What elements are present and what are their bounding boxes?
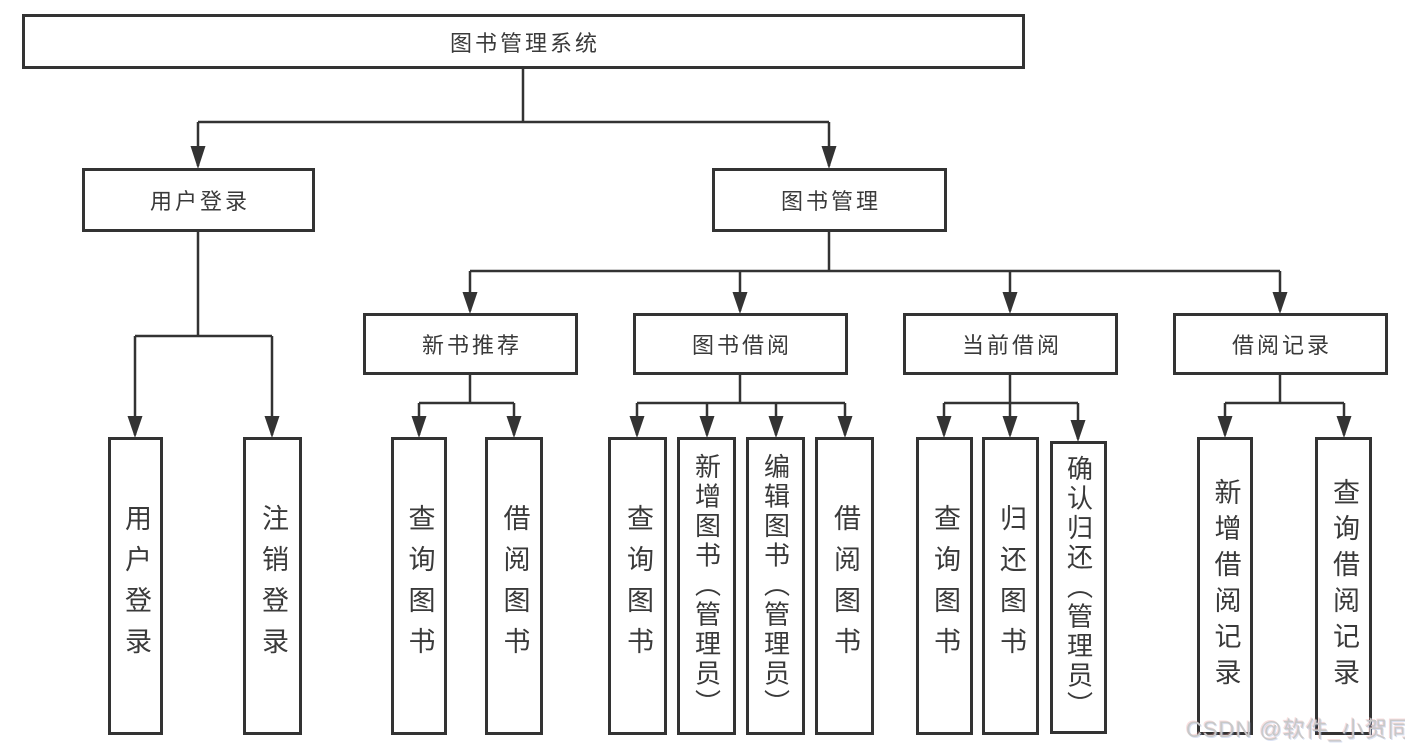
arrowhead: [699, 416, 715, 438]
connector-user-login-children: [133, 232, 274, 435]
node-label: 当前借阅: [961, 333, 1062, 358]
node-label: 查询借阅记录: [1329, 478, 1359, 694]
leaf-confirm-return-admin: 确认归还（管理员）: [1050, 441, 1107, 734]
node-label: 归还图书: [996, 504, 1026, 668]
arrowhead: [1272, 292, 1288, 314]
node-label: 编辑图书（管理员）: [760, 453, 791, 719]
node-label: 图书管理: [780, 189, 881, 214]
arrowhead: [821, 146, 837, 169]
node-label: 确认归还（管理员）: [1063, 454, 1094, 721]
node-borrowing-records: 借阅记录: [1173, 313, 1388, 375]
leaf-add-borrow-record: 新增借阅记录: [1197, 437, 1253, 735]
node-label: 新书推荐: [421, 333, 522, 358]
leaf-query-borrow-record: 查询借阅记录: [1315, 437, 1372, 735]
node-label: 查询图书: [404, 504, 435, 668]
arrowhead: [837, 416, 853, 438]
arrowhead: [936, 416, 952, 438]
arrowhead: [732, 292, 748, 314]
arrowhead: [629, 416, 645, 438]
node-label: 图书借阅: [691, 333, 792, 358]
arrowhead: [506, 416, 522, 438]
leaf-logout: 注销登录: [243, 437, 302, 735]
node-library-management-system: 图书管理系统: [22, 14, 1025, 69]
node-label: 新增图书（管理员）: [691, 453, 722, 719]
leaf-user-login: 用户登录: [108, 437, 163, 735]
node-label: 查询图书: [930, 504, 960, 668]
node-new-book-recommend: 新书推荐: [363, 313, 578, 375]
node-user-login: 用户登录: [82, 168, 315, 232]
arrowheads: [127, 146, 1352, 442]
node-label: 借阅图书: [830, 504, 860, 668]
node-label: 借阅记录: [1231, 333, 1332, 358]
arrowhead: [190, 146, 206, 169]
arrowhead: [411, 416, 427, 438]
leaf-edit-book-admin: 编辑图书（管理员）: [746, 437, 805, 735]
node-label: 注销登录: [258, 504, 288, 668]
connector-book-borrowing-children: [635, 375, 847, 435]
arrowhead: [462, 292, 478, 314]
node-label: 用户登录: [121, 504, 151, 668]
connector-new-book-children: [417, 375, 516, 435]
leaf-query-books-borrowing: 查询图书: [608, 437, 667, 735]
leaf-add-book-admin: 新增图书（管理员）: [677, 437, 736, 735]
arrowhead: [1002, 292, 1018, 314]
leaf-return-book: 归还图书: [982, 437, 1039, 735]
connector-book-mgmt-children: [468, 232, 1282, 311]
arrowhead: [127, 416, 143, 438]
arrowhead: [768, 416, 784, 438]
arrowhead: [264, 416, 280, 438]
node-label: 新增借阅记录: [1210, 478, 1241, 694]
leaf-query-books-current: 查询图书: [916, 437, 973, 735]
node-book-borrowing: 图书借阅: [633, 313, 848, 375]
leaf-borrow-books: 借阅图书: [815, 437, 874, 735]
arrowhead: [1070, 420, 1086, 442]
arrowhead: [1002, 416, 1018, 438]
node-label: 查询图书: [623, 504, 653, 668]
node-book-management: 图书管理: [712, 168, 947, 232]
node-label: 借阅图书: [499, 504, 530, 668]
node-label: 图书管理系统: [449, 30, 600, 56]
node-current-borrowing: 当前借阅: [903, 313, 1118, 375]
leaf-borrow-books-recommend: 借阅图书: [485, 437, 543, 735]
leaf-query-books-recommend: 查询图书: [391, 437, 447, 735]
connector-borrow-records-children: [1223, 375, 1346, 435]
csdn-watermark: CSDN @软件_小贺同学: [1186, 717, 1405, 742]
node-label: 用户登录: [149, 189, 250, 214]
arrowhead: [1336, 416, 1352, 438]
arrowhead: [1217, 416, 1233, 438]
connector-root-to-level2: [196, 69, 831, 166]
